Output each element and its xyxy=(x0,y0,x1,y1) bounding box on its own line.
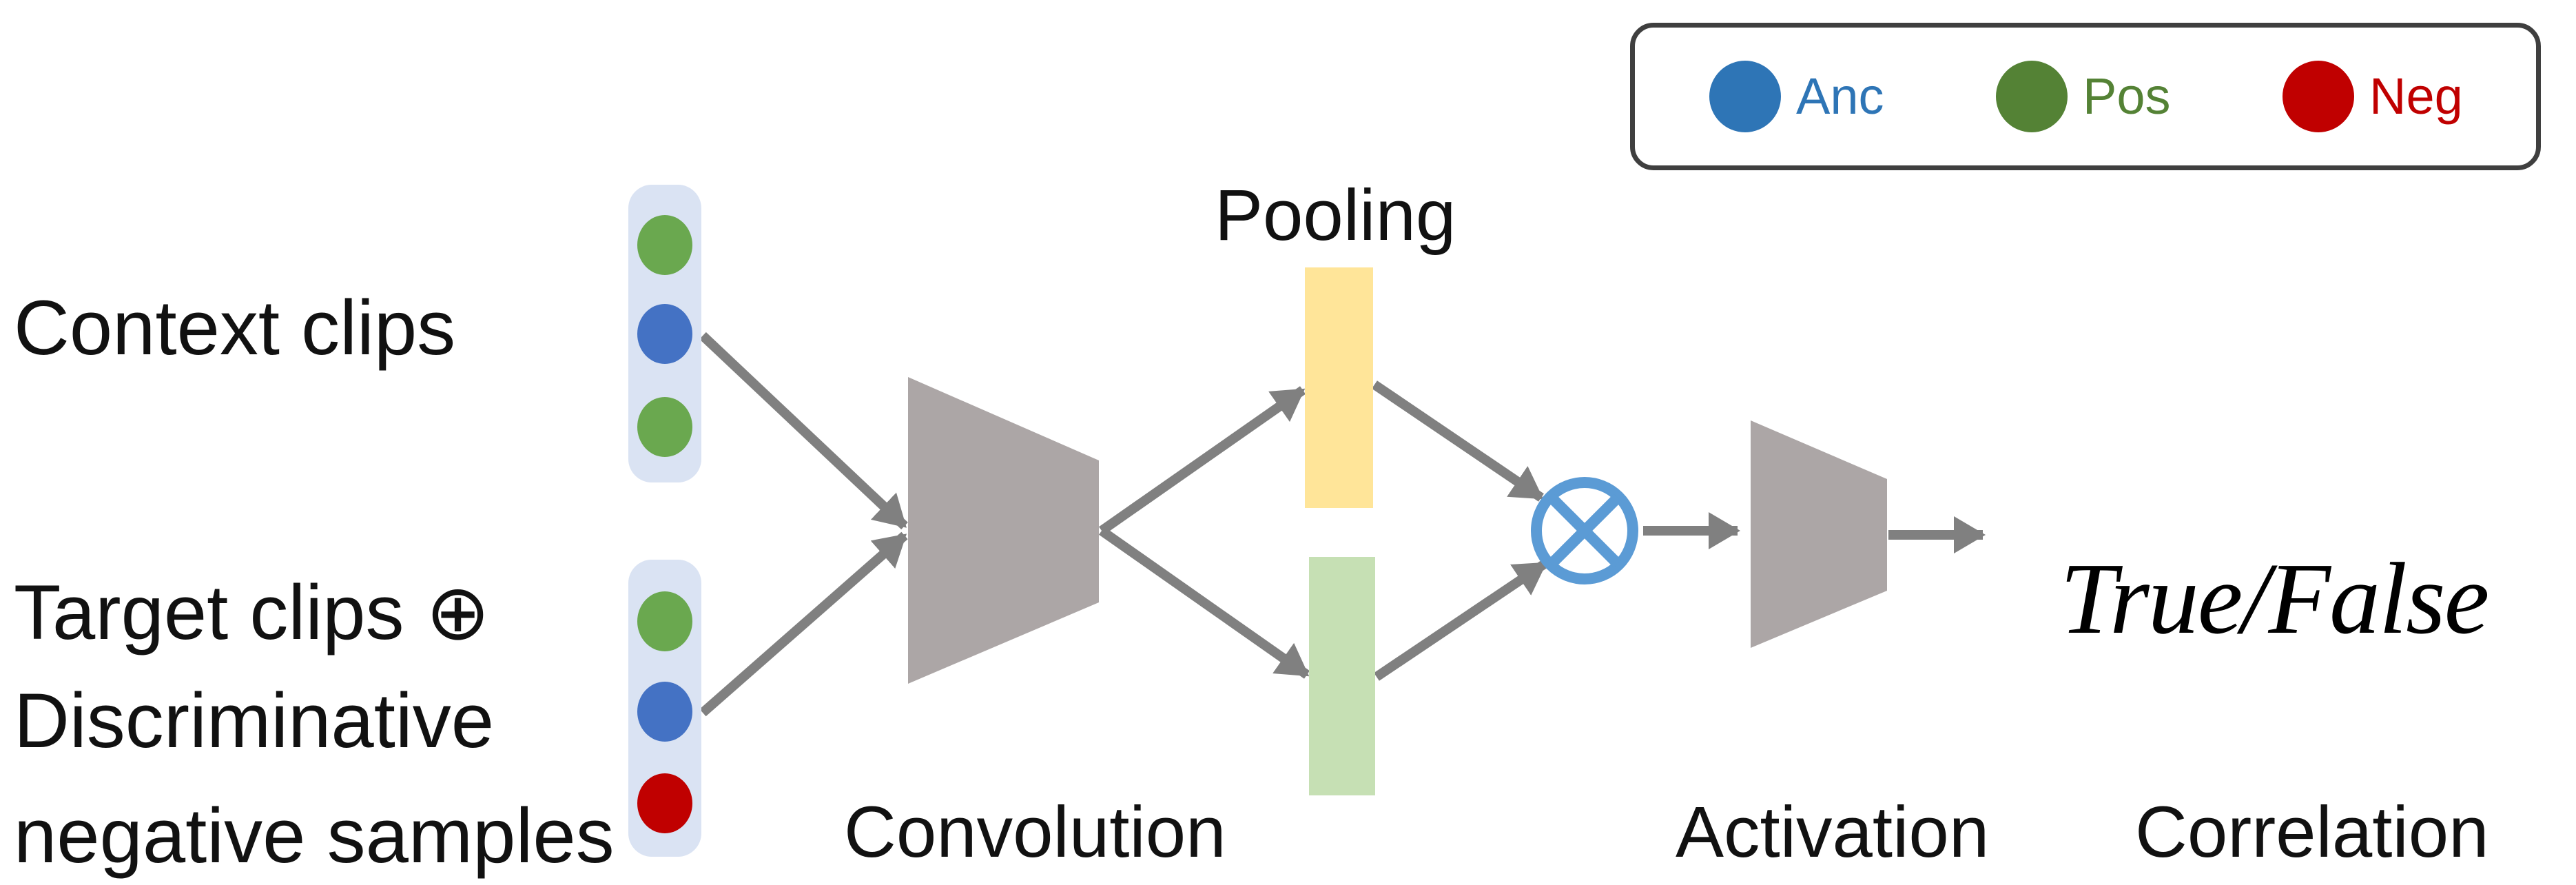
anc-circle-icon xyxy=(1709,61,1781,132)
negative-samples-label: negative samples xyxy=(14,793,615,879)
context-anc-circle xyxy=(637,304,692,364)
target-clips-label: Target clips ⊕ xyxy=(14,569,491,655)
true-false-output-label: True/False xyxy=(2060,542,2489,655)
target-pos-circle xyxy=(637,591,692,651)
activation-trapezoid xyxy=(1751,420,1887,648)
context-pos-circle-2 xyxy=(637,397,692,457)
context-clips-label: Context clips xyxy=(14,285,456,371)
arrow-yellow-pool-to-multiply xyxy=(1372,380,1544,502)
arrow-convolution-to-green-pool xyxy=(1098,527,1310,679)
pooling-bar-green xyxy=(1309,557,1375,795)
discriminative-label: Discriminative xyxy=(14,678,494,764)
arrow-target-to-convolution xyxy=(699,531,908,717)
legend-anc-label: Anc xyxy=(1796,68,1884,125)
legend-item-anc: Anc xyxy=(1709,28,1884,165)
target-neg-circle xyxy=(637,773,692,833)
legend: Anc Pos Neg xyxy=(1630,23,2541,170)
pos-circle-icon xyxy=(1996,61,2068,132)
target-clips-stack xyxy=(628,560,701,857)
pooling-bar-yellow xyxy=(1305,267,1373,508)
legend-item-pos: Pos xyxy=(1996,28,2171,165)
convolution-trapezoid xyxy=(908,377,1099,684)
context-clips-stack xyxy=(628,185,701,482)
arrow-context-to-convolution xyxy=(699,332,908,530)
activation-label: Activation xyxy=(1676,792,1990,873)
multiply-otimes-icon xyxy=(1531,477,1638,584)
pooling-label: Pooling xyxy=(1215,175,1456,256)
arrow-green-pool-to-multiply xyxy=(1374,560,1547,681)
neg-circle-icon xyxy=(2283,61,2354,132)
correlation-label: Correlation xyxy=(2135,792,2489,873)
convolution-label: Convolution xyxy=(844,792,1226,873)
legend-neg-label: Neg xyxy=(2369,68,2463,125)
context-pos-circle-1 xyxy=(637,215,692,275)
target-anc-circle xyxy=(637,682,692,742)
legend-pos-label: Pos xyxy=(2083,68,2171,125)
arrow-convolution-to-yellow-pool xyxy=(1098,386,1306,535)
legend-item-neg: Neg xyxy=(2283,28,2463,165)
